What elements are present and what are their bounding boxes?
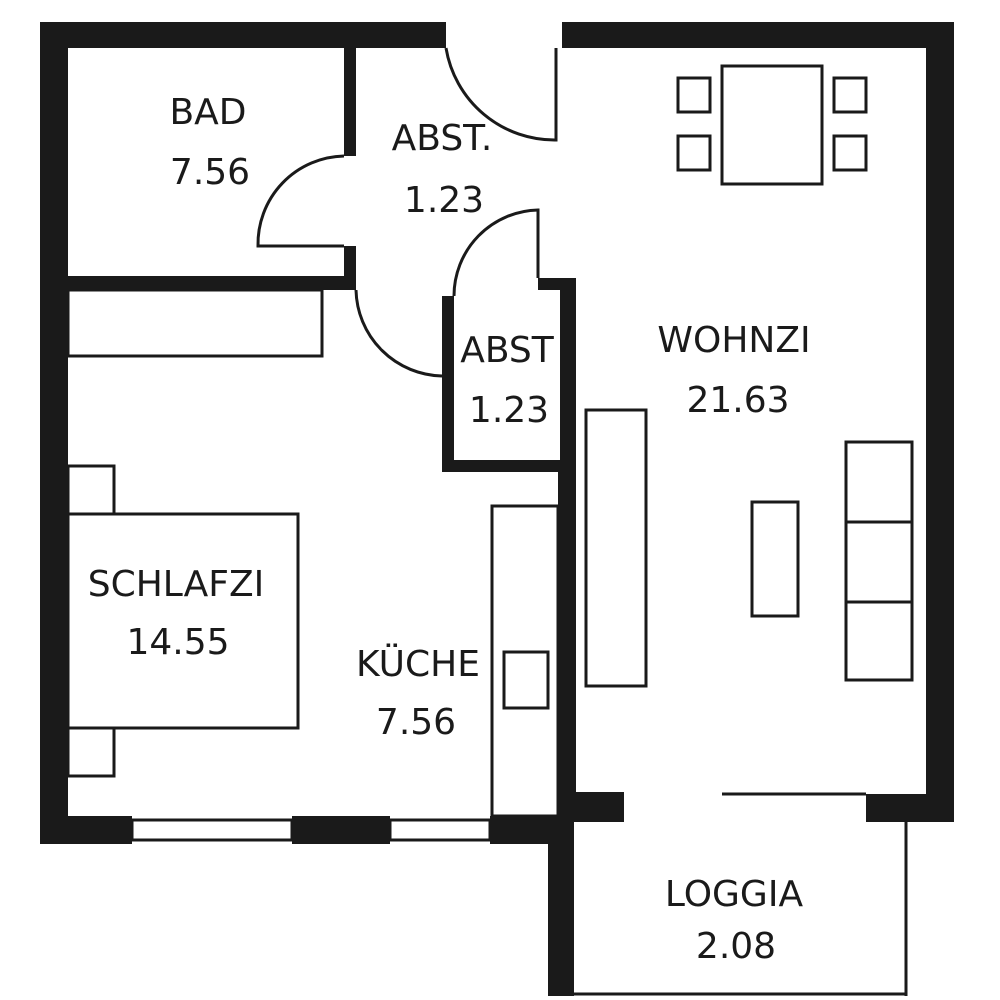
room-name-wohnzi: WOHNZI	[657, 320, 810, 361]
interior-walls	[68, 48, 576, 822]
wall-abst2-bottom	[442, 460, 562, 472]
room-name-abst-storage: ABST	[460, 330, 555, 371]
bed	[66, 512, 300, 730]
wall-top-left	[40, 22, 446, 48]
room-name-bad: BAD	[169, 92, 246, 133]
sideboard	[584, 408, 648, 688]
wall-top-right	[562, 22, 954, 48]
window-kueche	[388, 818, 492, 842]
dining-chair	[676, 76, 712, 114]
dining-table	[720, 64, 824, 186]
sofa-segment	[844, 440, 914, 524]
coffee-table	[750, 500, 800, 618]
wardrobe	[66, 288, 324, 358]
room-labels: BAD 7.56 ABST. 1.23 ABST 1.23 WOHNZI 21.…	[88, 92, 811, 967]
sofa-segment	[844, 520, 914, 604]
room-name-abst-hall: ABST.	[392, 118, 493, 159]
wall-bottom-mid	[292, 816, 390, 844]
wall-wohnzi-bottom-right	[866, 794, 954, 822]
nightstand	[66, 726, 116, 778]
doors	[256, 47, 558, 378]
door-bad	[256, 154, 345, 248]
loggia-outline	[574, 822, 908, 996]
exterior-walls	[40, 22, 954, 996]
wall-abst2-right	[560, 278, 576, 472]
dining-chair	[832, 134, 868, 172]
room-area-schlafzi: 14.55	[126, 622, 229, 663]
door-schlafzi	[354, 289, 443, 378]
dining-chair	[676, 134, 712, 172]
room-area-loggia: 2.08	[696, 926, 776, 967]
room-name-schlafzi: SCHLAFZI	[88, 564, 265, 605]
room-area-kueche: 7.56	[376, 702, 456, 743]
room-area-wohnzi: 21.63	[686, 380, 789, 421]
wall-bad-right-upper	[344, 48, 356, 156]
dining-chair	[832, 76, 868, 114]
room-name-loggia: LOGGIA	[665, 874, 804, 915]
room-area-abst-storage: 1.23	[469, 390, 549, 431]
door-entrance	[444, 47, 558, 142]
wall-abst2-left	[442, 296, 454, 472]
nightstand	[66, 464, 116, 516]
kitchen-sink	[502, 650, 550, 710]
furniture	[66, 64, 914, 818]
wall-bottom-left	[40, 816, 132, 844]
room-area-abst-hall: 1.23	[404, 180, 484, 221]
window-schlafzi	[130, 818, 294, 842]
wall-loggia-left	[548, 816, 574, 996]
wall-kitchen-living-divider	[558, 472, 576, 822]
windows	[130, 792, 866, 842]
sofa-segment	[844, 600, 914, 682]
room-name-kueche: KÜCHE	[356, 643, 480, 685]
door-abst2	[452, 208, 540, 297]
room-area-bad: 7.56	[170, 152, 250, 193]
wall-bad-bottom	[68, 276, 356, 290]
wall-left	[40, 22, 68, 844]
wall-right	[926, 22, 954, 822]
wall-abst2-top-stub	[538, 278, 576, 290]
